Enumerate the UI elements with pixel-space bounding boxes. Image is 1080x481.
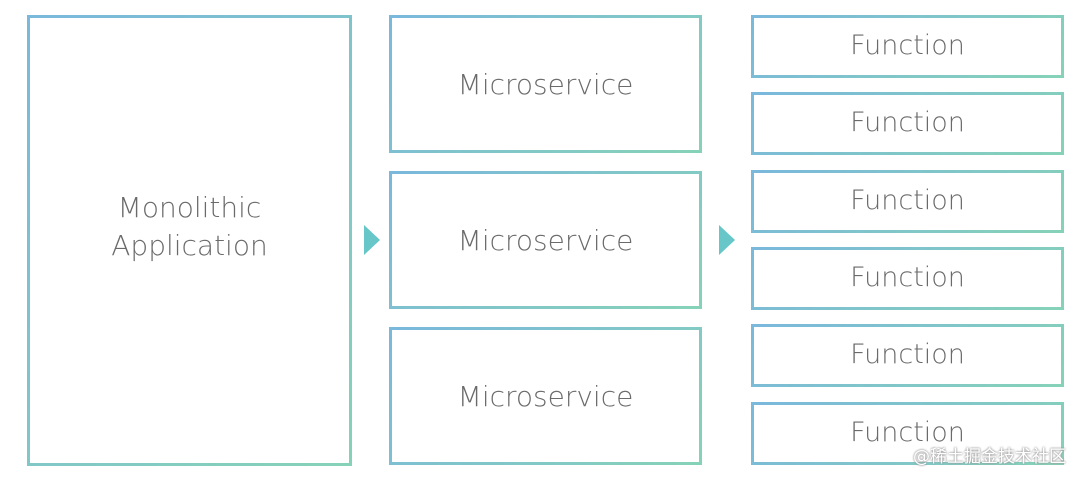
- monolithic-application-box: Monolithic Application: [27, 15, 352, 466]
- function-box-3: Function: [751, 170, 1064, 233]
- monolithic-application-label: Monolithic Application: [111, 189, 267, 265]
- function-label: Function: [850, 185, 965, 216]
- function-label: Function: [850, 417, 965, 448]
- microservice-label: Microservice: [457, 379, 634, 413]
- microservice-label: Microservice: [457, 223, 634, 257]
- function-box-1: Function: [751, 15, 1064, 78]
- function-box-4: Function: [751, 247, 1064, 310]
- microservice-box-1: Microservice: [389, 15, 702, 153]
- microservice-label: Microservice: [457, 67, 634, 101]
- monolith-line2: Application: [111, 228, 268, 262]
- function-label: Function: [850, 262, 965, 293]
- arrow-right-icon: [364, 225, 380, 255]
- function-label: Function: [850, 339, 965, 370]
- function-label: Function: [850, 107, 965, 138]
- monolith-line1: Monolithic: [117, 190, 262, 224]
- microservice-box-2: Microservice: [389, 171, 702, 309]
- function-box-5: Function: [751, 324, 1064, 387]
- arrow-right-icon: [719, 225, 735, 255]
- function-box-6: Function: [751, 402, 1064, 465]
- watermark: @稀土掘金技术社区: [913, 447, 1066, 467]
- function-box-2: Function: [751, 92, 1064, 155]
- microservice-box-3: Microservice: [389, 327, 702, 465]
- function-label: Function: [850, 30, 965, 61]
